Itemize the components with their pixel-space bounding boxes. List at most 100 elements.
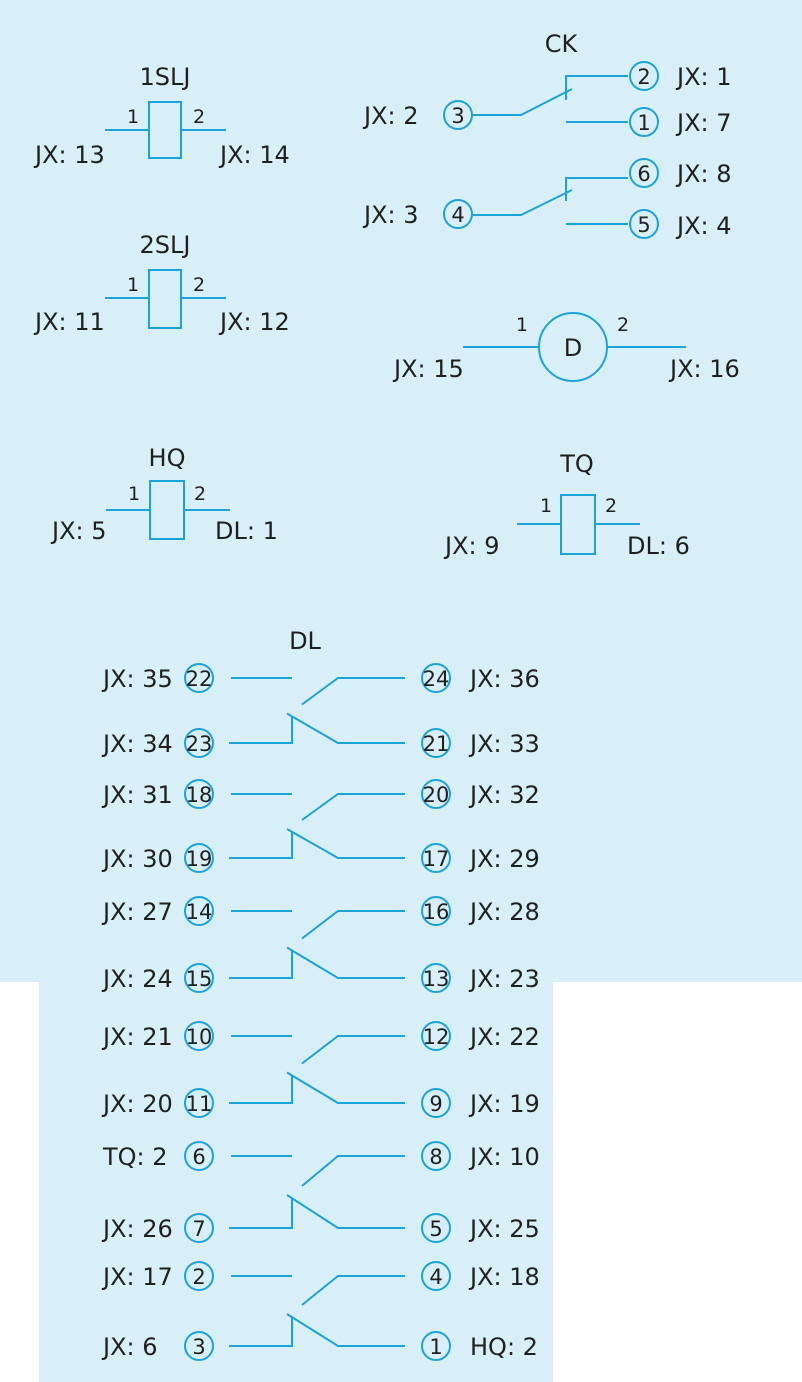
relay-right-terminal: DL: 6 bbox=[627, 532, 690, 560]
terminal-number: 17 bbox=[423, 847, 450, 871]
terminal-number: 15 bbox=[186, 967, 213, 991]
ck-contact-group: JX: 2 3 2 1 JX: 1 JX: 7 bbox=[362, 61, 732, 137]
terminal-number: 11 bbox=[186, 1092, 213, 1116]
dl-contact-stub bbox=[229, 1317, 293, 1347]
terminal-number: 4 bbox=[429, 1265, 442, 1289]
dl-left-terminal: TQ: 2 bbox=[102, 1143, 168, 1171]
relay-pin-1: 1 bbox=[540, 495, 552, 517]
dl-right-terminal: JX: 25 bbox=[468, 1215, 540, 1243]
terminal-circle bbox=[184, 663, 214, 693]
dl-left-terminal: JX: 31 bbox=[101, 781, 173, 809]
relay-pin-2: 2 bbox=[193, 106, 205, 128]
motor-right-terminal: JX: 16 bbox=[668, 355, 740, 383]
dl-right-terminal: JX: 23 bbox=[468, 965, 540, 993]
terminal-number: 24 bbox=[423, 667, 450, 691]
ck-top-wire bbox=[565, 75, 628, 100]
ck-top-wire bbox=[565, 177, 628, 201]
ck-output-terminal: JX: 4 bbox=[675, 212, 732, 240]
terminal-circle bbox=[184, 1331, 214, 1361]
dl-right-terminal: JX: 18 bbox=[468, 1263, 540, 1291]
terminal-circle bbox=[184, 1021, 214, 1051]
dl-right-terminal: JX: 29 bbox=[468, 845, 540, 873]
dl-contact-lower bbox=[286, 828, 405, 859]
dl-right-terminal: JX: 36 bbox=[468, 665, 540, 693]
terminal-circle bbox=[629, 61, 659, 91]
terminal-number: 16 bbox=[423, 900, 450, 924]
dl-name: DL bbox=[289, 627, 321, 655]
dl-contact-upper bbox=[301, 1275, 405, 1306]
relay-pin-1: 1 bbox=[128, 483, 140, 505]
terminal-number: 2 bbox=[637, 65, 650, 89]
terminal-number: 3 bbox=[451, 104, 464, 128]
terminal-circle bbox=[184, 779, 214, 809]
terminal-number: 18 bbox=[186, 783, 213, 807]
terminal-circle bbox=[421, 1331, 451, 1361]
terminal-circle bbox=[421, 843, 451, 873]
terminal-number: 21 bbox=[423, 732, 450, 756]
terminal-circle bbox=[421, 1088, 451, 1118]
relay-left-terminal: JX: 13 bbox=[33, 141, 105, 169]
terminal-circle bbox=[421, 1213, 451, 1243]
dl-contact-stub bbox=[229, 716, 293, 744]
ck-contact-group: JX: 3 4 6 5 JX: 8 JX: 4 bbox=[362, 158, 732, 240]
terminal-circle bbox=[184, 728, 214, 758]
dl-right-terminal: JX: 28 bbox=[468, 898, 540, 926]
terminal-number: 22 bbox=[186, 667, 213, 691]
dl-right-terminal: JX: 22 bbox=[468, 1023, 540, 1051]
relay-left-terminal: JX: 11 bbox=[33, 308, 105, 336]
relay-right-terminal: DL: 1 bbox=[215, 517, 278, 545]
dl-right-terminal: JX: 32 bbox=[468, 781, 540, 809]
dl-contact-upper bbox=[301, 910, 405, 940]
relay-2slj: 2SLJ 1 2 JX: 11 JX: 12 bbox=[33, 231, 290, 336]
dl-contact-upper bbox=[301, 1035, 405, 1065]
relay-pin-2: 2 bbox=[605, 495, 617, 517]
relay-1slj: 1SLJ 1 2 JX: 13 JX: 14 bbox=[33, 63, 290, 169]
relay-pin-1: 1 bbox=[127, 106, 139, 128]
terminal-circle bbox=[421, 663, 451, 693]
relay-tq: TQ 1 2 JX: 9 DL: 6 bbox=[443, 450, 690, 560]
terminal-circle bbox=[421, 728, 451, 758]
terminal-circle bbox=[421, 779, 451, 809]
dl-left-terminal: JX: 34 bbox=[101, 730, 173, 758]
relay-name: 1SLJ bbox=[140, 63, 191, 91]
terminal-number: 6 bbox=[637, 162, 650, 186]
terminal-circle bbox=[184, 896, 214, 926]
dl-left-terminal: JX: 20 bbox=[101, 1090, 173, 1118]
dl-left-terminal: JX: 17 bbox=[101, 1263, 173, 1291]
terminal-circle bbox=[184, 843, 214, 873]
terminal-number: 1 bbox=[637, 111, 650, 135]
terminal-number: 1 bbox=[429, 1335, 442, 1359]
terminal-number: 6 bbox=[192, 1145, 205, 1169]
relay-pin-2: 2 bbox=[194, 483, 206, 505]
motor-left-terminal: JX: 15 bbox=[392, 355, 464, 383]
dl-right-terminal: JX: 19 bbox=[468, 1090, 540, 1118]
relay-pin-1: 1 bbox=[127, 274, 139, 296]
terminal-number: 12 bbox=[423, 1025, 450, 1049]
dl-contact-upper bbox=[301, 677, 405, 706]
relay-right-terminal: JX: 14 bbox=[218, 141, 290, 169]
terminal-number: 4 bbox=[451, 203, 464, 227]
ck-input-terminal: JX: 2 bbox=[362, 102, 419, 130]
ck-output-terminal: JX: 7 bbox=[675, 109, 732, 137]
dl-right-terminal: JX: 33 bbox=[468, 730, 540, 758]
terminal-number: 20 bbox=[423, 783, 450, 807]
dl-left-terminal: JX: 24 bbox=[101, 965, 173, 993]
dl-left-terminal: JX: 27 bbox=[101, 898, 173, 926]
ck-output-terminal: JX: 1 bbox=[675, 63, 732, 91]
dl-left-terminal: JX: 26 bbox=[101, 1215, 173, 1243]
dl-contact-lower bbox=[286, 1071, 405, 1104]
motor-pin-2: 2 bbox=[617, 314, 629, 336]
motor-d: D 1 2 JX: 15 JX: 16 bbox=[392, 312, 740, 383]
terminal-circle bbox=[629, 209, 659, 239]
terminal-circle bbox=[629, 158, 659, 188]
dl-left-terminal: JX: 6 bbox=[101, 1333, 158, 1361]
relay-name: 2SLJ bbox=[140, 231, 191, 259]
relay-left-terminal: JX: 5 bbox=[50, 517, 107, 545]
terminal-number: 23 bbox=[186, 732, 213, 756]
dl-left-terminal: JX: 35 bbox=[101, 665, 173, 693]
terminal-circle bbox=[184, 963, 214, 993]
terminal-number: 7 bbox=[192, 1217, 205, 1241]
ck-blade bbox=[472, 189, 573, 216]
